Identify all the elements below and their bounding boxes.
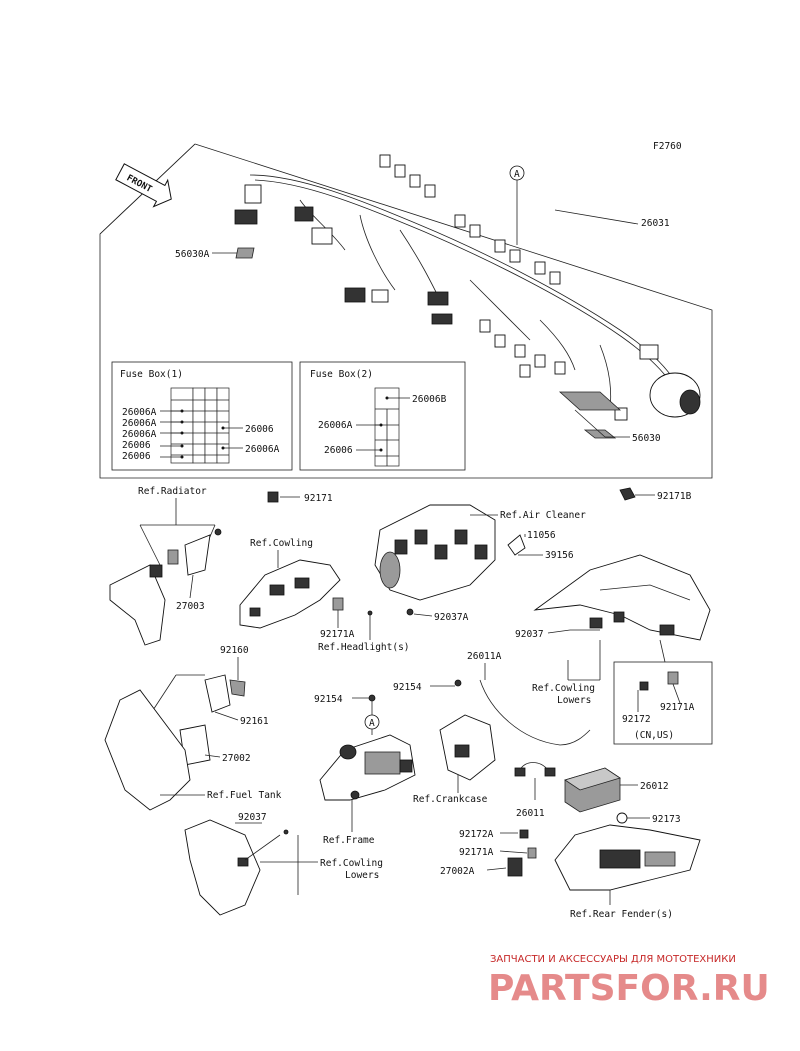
label-27002: 27002 [222, 753, 251, 764]
fusebox2-label-2: 26006A [318, 420, 353, 431]
label-92171b: 92171B [657, 491, 692, 502]
label-92037a: 92037A [434, 612, 469, 623]
clip-92171b [619, 487, 636, 501]
label-11056: 11056 [527, 530, 556, 541]
ref-cowling-lowers-1b: Lowers [557, 695, 591, 706]
fusebox1-title: Fuse Box(1) [120, 369, 183, 380]
fusebox1-left-4: 26006 [122, 440, 151, 451]
label-27002a: 27002A [440, 866, 475, 877]
sensor-11056 [507, 534, 526, 556]
cable-26011a [479, 679, 591, 746]
region-note: (CN,US) [634, 730, 674, 741]
bolt-92037a [406, 608, 414, 616]
fusebox1-grid [170, 387, 230, 464]
label-92161: 92161 [240, 716, 269, 727]
tail-cowling-part [533, 554, 711, 641]
clip-92171a-1 [332, 597, 344, 611]
relay-27002a [507, 857, 523, 877]
label-92160: 92160 [220, 645, 249, 656]
ref-air-cleaner: Ref.Air Cleaner [500, 510, 586, 521]
bolt-92154-2 [454, 679, 462, 687]
ref-cowling-lowers-2b: Lowers [345, 870, 379, 881]
ref-cowling: Ref.Cowling [250, 538, 313, 549]
ref-radiator: Ref.Radiator [138, 486, 207, 497]
fusebox1-right-1: 26006 [245, 424, 274, 435]
front-arrow-icon: FRONT [115, 163, 172, 208]
battery-part [564, 767, 621, 813]
label-92154-1: 92154 [314, 694, 343, 705]
ref-crankcase: Ref.Crankcase [413, 794, 488, 805]
tape-piece-56030 [583, 429, 617, 439]
label-92171a-3: 92171A [459, 847, 494, 858]
fusebox1-left-2: 26006A [122, 418, 157, 429]
label-92171-top: 92171 [304, 493, 333, 504]
label-92037-1: 92037 [515, 629, 544, 640]
grommet-92173 [616, 812, 628, 824]
radiator-side-part [109, 528, 222, 646]
label-92171a-1: 92171A [320, 629, 355, 640]
callout-a2-circle [364, 714, 380, 730]
wiring-harness [234, 154, 701, 421]
ref-cowling-lowers-2a: Ref.Cowling [320, 858, 383, 869]
clip-92171 [267, 491, 279, 503]
rear-fender-part [519, 824, 701, 891]
ref-frame: Ref.Frame [323, 835, 375, 846]
frame-part [319, 734, 416, 801]
label-92172a: 92172A [459, 829, 494, 840]
label-56030a: 56030A [175, 249, 210, 260]
label-26011: 26011 [516, 808, 545, 819]
ref-fuel-tank: Ref.Fuel Tank [207, 790, 282, 801]
label-39156: 39156 [545, 550, 574, 561]
ref-cowling-lowers-1a: Ref.Cowling [532, 683, 595, 694]
watermark-logo: PARTSFOR.RU [488, 968, 770, 1009]
pad-92160 [229, 679, 246, 697]
tape-piece-56030a [235, 247, 255, 259]
fusebox2-title: Fuse Box(2) [310, 369, 373, 380]
label-26031: 26031 [641, 218, 670, 229]
air-cleaner-part [374, 504, 496, 601]
bolt-92154-1 [368, 694, 376, 702]
callout-a2-label: A [369, 718, 375, 729]
fusebox1-left-1: 26006A [122, 407, 157, 418]
label-56030: 56030 [632, 433, 661, 444]
fusebox1-left-3: 26006A [122, 429, 157, 440]
label-92173: 92173 [652, 814, 681, 825]
label-26012: 26012 [640, 781, 669, 792]
fusebox2-label-3: 26006 [324, 445, 353, 456]
ref-rear-fender: Ref.Rear Fender(s) [570, 909, 673, 920]
fusebox1-right-2: 26006A [245, 444, 280, 455]
label-92037-2: 92037 [238, 812, 267, 823]
fusebox2-grid [374, 387, 400, 467]
label-92171a-2: 92171A [660, 702, 695, 713]
label-26011a: 26011A [467, 651, 502, 662]
label-92154-2: 92154 [393, 682, 422, 693]
region-box [613, 661, 713, 745]
callout-a-label: A [514, 169, 520, 180]
fusebox2-label-1: 26006B [412, 394, 447, 405]
fuel-tank-side-part [104, 689, 191, 811]
watermark-line1: ЗАПЧАСТИ И АКСЕССУАРЫ ДЛЯ МОТОТЕХНИКИ [490, 954, 736, 965]
label-92172-1: 92172 [622, 714, 651, 725]
figure-code: F2760 [653, 141, 682, 152]
fusebox1-left-5: 26006 [122, 451, 151, 462]
ecu-bracket-part [179, 674, 231, 766]
lower-cowling-part [184, 819, 261, 916]
label-27003: 27003 [176, 601, 205, 612]
ref-headlights: Ref.Headlight(s) [318, 642, 410, 653]
cowling-bracket-part [239, 559, 341, 629]
